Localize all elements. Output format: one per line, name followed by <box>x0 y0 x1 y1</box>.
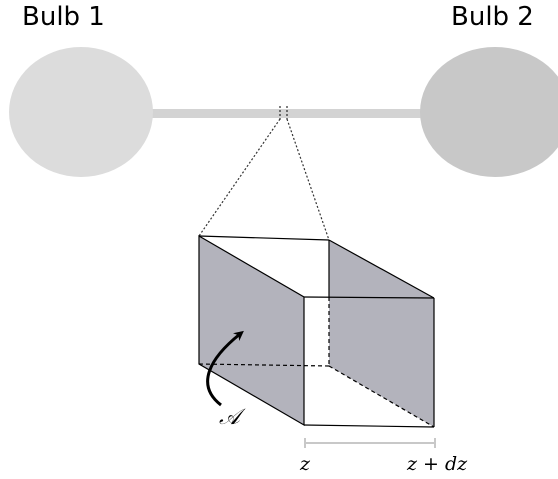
box-hidden-edges <box>198 297 435 428</box>
area-arrow <box>206 330 244 407</box>
scale-bar <box>304 438 436 448</box>
volume-element <box>198 234 435 428</box>
box-edges <box>198 235 435 428</box>
connecting-tube <box>150 109 425 118</box>
bulb-1-label: Bulb 1 <box>22 2 105 32</box>
z-label: z <box>299 453 311 475</box>
face-at-z <box>198 234 305 427</box>
zoom-lines <box>198 118 330 241</box>
bulb-2 <box>420 47 558 177</box>
face-at-z-plus-dz <box>329 240 434 427</box>
bulb-1 <box>9 47 153 177</box>
area-label: 𝒜 <box>219 405 246 430</box>
bulb-2-label: Bulb 2 <box>451 2 534 32</box>
z-plus-dz-label: z + dz <box>406 453 468 475</box>
